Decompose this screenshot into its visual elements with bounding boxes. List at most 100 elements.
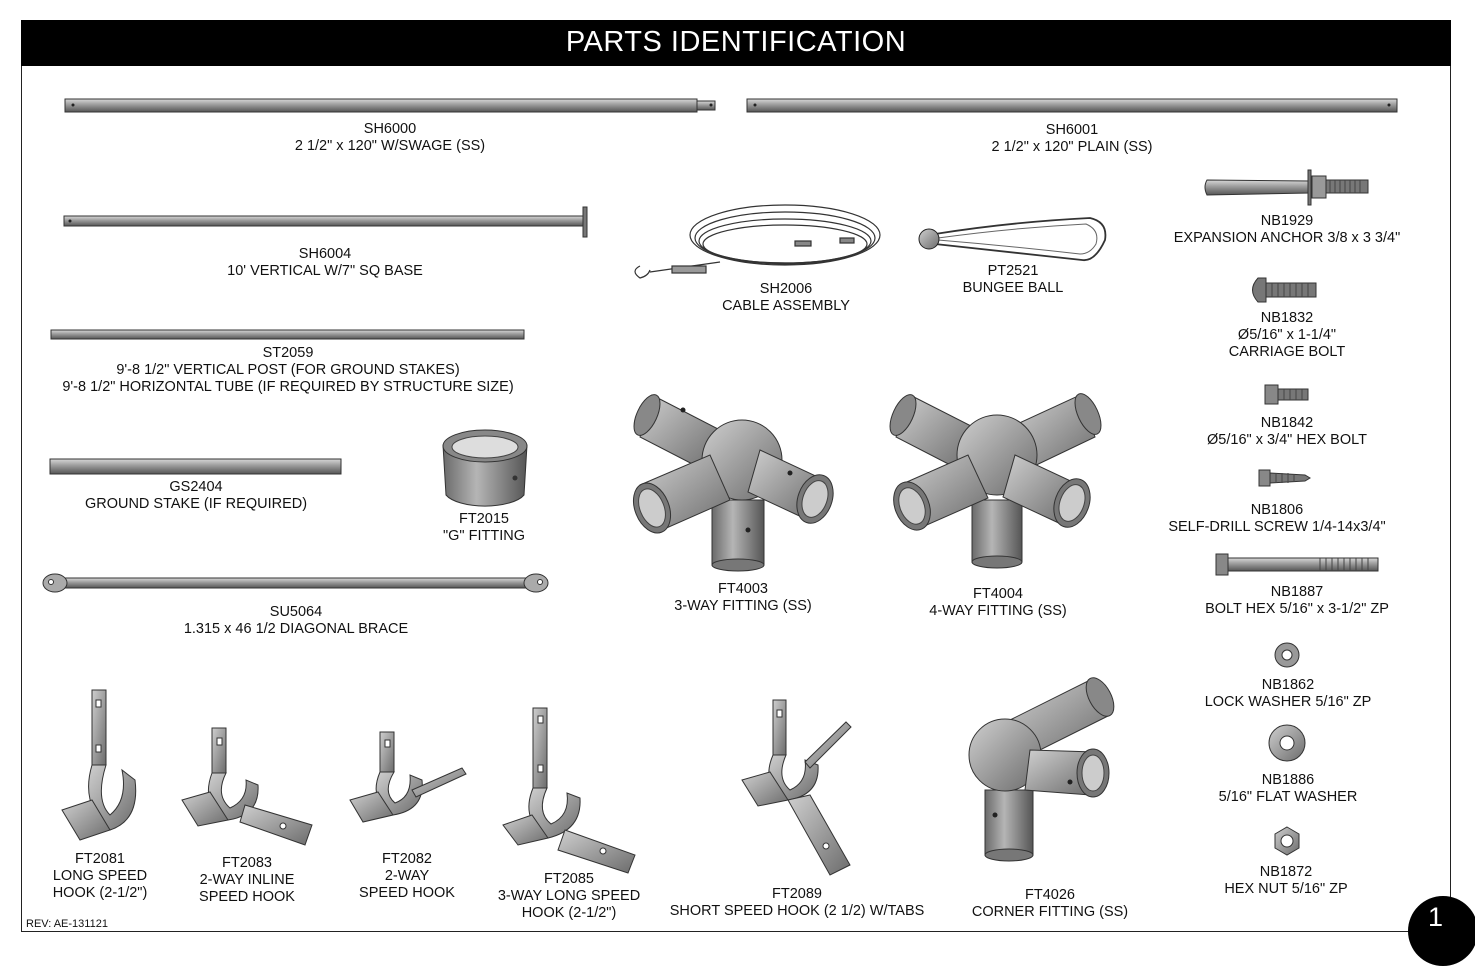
part-desc: CORNER FITTING (SS) (971, 904, 1129, 920)
part-desc: 2 1/2" x 120" PLAIN (SS) (991, 139, 1153, 155)
part-desc: SELF-DRILL SCREW 1/4-14x3/4" (1168, 519, 1386, 535)
part-label-ft2089: FT2089 SHORT SPEED HOOK (2 1/2) W/TABS (670, 886, 925, 920)
part-label-ft4004: FT4004 4-WAY FITTING (SS) (929, 586, 1066, 620)
part-code: NB1887 (1270, 584, 1324, 600)
part-label-nb1842: NB1842 Ø5/16" x 3/4" HEX BOLT (1207, 415, 1367, 449)
ft4026-corner-fitting-image (968, 677, 1115, 862)
part-code: FT4026 (1025, 887, 1075, 903)
part-desc: BOLT HEX 5/16" x 3-1/2" ZP (1205, 601, 1389, 617)
ft2089-hook-image (741, 699, 852, 876)
ft2081-hook-image (61, 689, 137, 841)
nb1842-hex-bolt-image (1264, 384, 1309, 405)
part-code: FT2082 (382, 851, 432, 867)
part-label-ft2085: FT2085 3-WAY LONG SPEED HOOK (2-1/2") (498, 871, 640, 922)
part-label-ft2081: FT2081 LONG SPEED HOOK (2-1/2") (53, 851, 148, 902)
nb1929-anchor-image (1204, 169, 1369, 206)
part-label-sh6004: SH6004 10' VERTICAL W/7" SQ BASE (227, 246, 423, 280)
part-desc: CARRIAGE BOLT (1228, 344, 1346, 360)
part-label-sh6001: SH6001 2 1/2" x 120" PLAIN (SS) (991, 122, 1152, 156)
pt2521-bungee-image (918, 217, 1107, 262)
ft4004-4way-fitting-image (889, 393, 1102, 569)
part-label-sh6000: SH6000 2 1/2" x 120" W/SWAGE (SS) (295, 121, 485, 155)
part-code: ST2059 (262, 345, 314, 361)
part-code: PT2521 (987, 263, 1039, 279)
nb1832-carriage-bolt-image (1252, 277, 1317, 303)
part-label-nb1832: NB1832 Ø5/16" x 1-1/4" CARRIAGE BOLT (1229, 310, 1346, 361)
part-desc: SHORT SPEED HOOK (2 1/2) W/TABS (669, 903, 925, 919)
page-title: PARTS IDENTIFICATION (565, 26, 907, 58)
part-label-nb1806: NB1806 SELF-DRILL SCREW 1/4-14x3/4" (1168, 502, 1385, 536)
part-desc: 5/16" FLAT WASHER (1218, 789, 1358, 805)
part-desc: GROUND STAKE (IF REQUIRED) (84, 496, 308, 512)
part-desc: Ø5/16" x 1-1/4" (1237, 327, 1337, 343)
part-desc: "G" FITTING (443, 528, 525, 544)
part-code: SH2006 (759, 281, 813, 297)
part-label-sh2006: SH2006 CABLE ASSEMBLY (722, 281, 850, 315)
part-label-ft2015: FT2015 "G" FITTING (443, 511, 525, 545)
part-code: SU5064 (269, 604, 323, 620)
part-desc: 2 1/2" x 120" W/SWAGE (SS) (294, 138, 486, 154)
part-label-su5064: SU5064 1.315 x 46 1/2 DIAGONAL BRACE (184, 604, 408, 638)
sh2006-cable-image (634, 204, 881, 279)
part-label-nb1929: NB1929 EXPANSION ANCHOR 3/8 x 3 3/4" (1174, 213, 1401, 247)
nb1872-hex-nut-image (1274, 826, 1300, 856)
part-code: SH6000 (363, 121, 417, 137)
revision-label: REV: AE-131121 (26, 918, 108, 930)
part-code: FT2085 (544, 871, 594, 887)
ft2085-hook-image (502, 707, 636, 874)
part-desc: HEX NUT 5/16" ZP (1224, 881, 1348, 897)
ft2015-g-fitting-image (442, 429, 528, 507)
part-label-nb1886: NB1886 5/16" FLAT WASHER (1219, 772, 1358, 806)
part-desc: HOOK (2-1/2") (52, 885, 148, 901)
part-code: SH6004 (298, 246, 352, 262)
part-label-ft2083: FT2083 2-WAY INLINE SPEED HOOK (199, 855, 295, 906)
part-desc: 2-WAY INLINE (199, 872, 295, 888)
part-code: FT4004 (973, 586, 1023, 602)
su5064-brace-image (42, 573, 549, 593)
part-code: NB1832 (1260, 310, 1314, 326)
part-code: NB1806 (1250, 502, 1304, 518)
page-number: 1 (1428, 902, 1444, 932)
part-code: NB1872 (1259, 864, 1313, 880)
st2059-tube-image (50, 329, 525, 340)
part-desc: BUNGEE BALL (962, 280, 1064, 296)
part-code: SH6001 (1045, 122, 1099, 138)
part-desc: 3-WAY LONG SPEED (497, 888, 641, 904)
part-desc: CABLE ASSEMBLY (722, 298, 850, 314)
part-code: FT2015 (459, 511, 509, 527)
part-label-ft4026: FT4026 CORNER FITTING (SS) (972, 887, 1128, 921)
part-desc: 1.315 x 46 1/2 DIAGONAL BRACE (183, 621, 409, 637)
part-desc: LONG SPEED (52, 868, 148, 884)
part-desc: 9'-8 1/2" HORIZONTAL TUBE (IF REQUIRED B… (62, 379, 514, 395)
sh6004-vertical-image (63, 206, 588, 238)
part-desc: LOCK WASHER 5/16" ZP (1204, 694, 1372, 710)
title-bar: PARTS IDENTIFICATION (21, 20, 1451, 66)
part-desc: 9'-8 1/2" VERTICAL POST (FOR GROUND STAK… (116, 362, 460, 378)
part-code: NB1886 (1261, 772, 1315, 788)
part-code: NB1929 (1260, 213, 1314, 229)
part-label-nb1862: NB1862 LOCK WASHER 5/16" ZP (1205, 677, 1372, 711)
part-desc: 4-WAY FITTING (SS) (929, 603, 1067, 619)
part-code: FT2089 (772, 886, 822, 902)
part-label-ft4003: FT4003 3-WAY FITTING (SS) (674, 581, 811, 615)
part-desc: HOOK (2-1/2") (521, 905, 617, 921)
part-code: NB1842 (1260, 415, 1314, 431)
part-desc: SPEED HOOK (199, 889, 295, 905)
part-label-ft2082: FT2082 2-WAY SPEED HOOK (359, 851, 455, 902)
sh6001-pole-image (746, 98, 1398, 113)
part-label-nb1872: NB1872 HEX NUT 5/16" ZP (1224, 864, 1347, 898)
part-desc: 2-WAY (384, 868, 430, 884)
sh6000-pole-image (64, 98, 716, 113)
nb1862-lock-washer-image (1274, 642, 1300, 668)
part-code: FT2083 (222, 855, 272, 871)
ft2082-hook-image (349, 731, 467, 823)
ft4003-3way-fitting-image (632, 394, 834, 572)
part-label-pt2521: PT2521 BUNGEE BALL (963, 263, 1064, 297)
nb1806-screw-image (1258, 469, 1311, 487)
part-code: FT2081 (75, 851, 125, 867)
part-desc: SPEED HOOK (359, 885, 455, 901)
part-desc: EXPANSION ANCHOR 3/8 x 3 3/4" (1173, 230, 1401, 246)
part-label-st2059: ST2059 9'-8 1/2" VERTICAL POST (FOR GROU… (62, 345, 513, 396)
nb1886-flat-washer-image (1268, 724, 1306, 762)
part-desc: Ø5/16" x 3/4" HEX BOLT (1207, 432, 1367, 448)
